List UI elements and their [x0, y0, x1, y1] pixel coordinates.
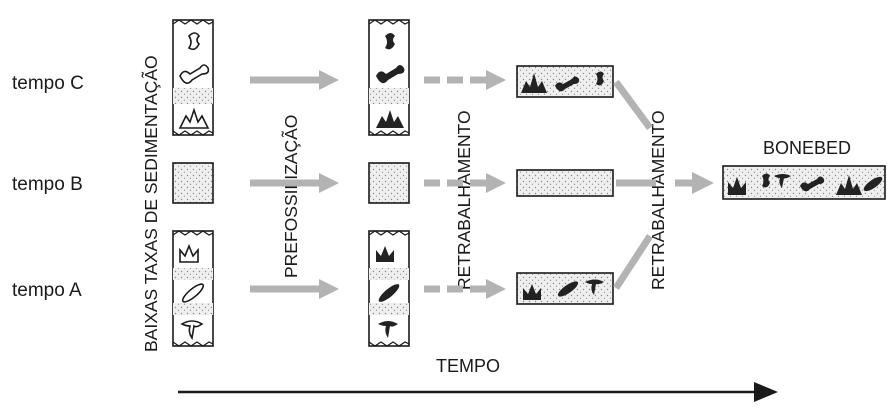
- tooth-fossil-icon: [774, 174, 791, 188]
- label-reworking-1: RETRABALHAMENTO: [454, 110, 474, 290]
- femur-bone-icon: [376, 65, 405, 84]
- column-prefossilized: [368, 19, 410, 347]
- arrows-reworking-2: [613, 79, 714, 290]
- strata-column-tempo-c: [172, 19, 214, 136]
- label-reworking-2: RETRABALHAMENTO: [648, 110, 668, 290]
- tooth-fossil-icon: [585, 279, 604, 295]
- vertebra-fossil-icon: [762, 173, 770, 188]
- vertebra-fossil-icon: [596, 71, 604, 86]
- arrows-prefossilization: [250, 70, 339, 299]
- rib-bone-icon: [557, 281, 579, 297]
- femur-bone-icon: [555, 76, 580, 92]
- mandible-fossil-icon: [179, 243, 199, 263]
- strata-block-tempo-b: [172, 162, 214, 204]
- row-label-tempo-a: tempo A: [12, 280, 82, 301]
- mandible-fossil-icon: [178, 107, 210, 129]
- tooth-fossil-icon: [378, 321, 398, 338]
- rib-bone-icon: [378, 284, 400, 302]
- rib-bone-icon: [181, 283, 205, 303]
- prefossilized-column-tempo-c: [368, 19, 410, 136]
- time-arrow-head-icon: [754, 382, 778, 402]
- mandible-fossil-icon: [523, 284, 541, 300]
- mandible-fossil-icon: [376, 246, 394, 262]
- mandible-fossil-icon: [521, 73, 547, 93]
- tooth-fossil-icon: [180, 320, 204, 341]
- rib-bone-icon: [863, 176, 883, 192]
- row-label-tempo-b: tempo B: [12, 174, 83, 195]
- vertebra-fossil-icon: [187, 32, 201, 51]
- label-low-sedimentation-rates: BAIXAS TAXAS DE SEDIMENTAÇÃO: [140, 55, 161, 352]
- prefossilized-column-tempo-a: [368, 230, 410, 347]
- vertebra-fossil-icon: [385, 33, 395, 50]
- mandible-fossil-icon: [376, 110, 404, 128]
- strata-column-tempo-a: [172, 230, 214, 347]
- lag-layer-tempo-b: [516, 169, 614, 197]
- time-axis-label: TEMPO: [436, 356, 500, 376]
- lag-layer-tempo-a: [516, 272, 614, 305]
- lag-layer-tempo-c: [516, 65, 614, 98]
- prefossilized-block-tempo-b: [368, 162, 410, 204]
- column-initial-strata: [172, 19, 214, 347]
- bonebed-label: BONEBED: [763, 138, 851, 158]
- column-reworked-layers: [516, 65, 614, 305]
- mandible-fossil-icon: [836, 175, 862, 195]
- bonebed-layer: [722, 165, 886, 200]
- femur-bone-icon: [800, 176, 825, 192]
- label-prefossilization: PREFOSSILIZAÇÃO: [280, 115, 301, 278]
- mandible-fossil-icon: [728, 177, 746, 195]
- arrows-reworking-1: [424, 70, 506, 299]
- femur-bone-icon: [179, 64, 210, 84]
- row-label-tempo-c: tempo C: [12, 73, 84, 94]
- time-axis: TEMPO: [178, 356, 778, 402]
